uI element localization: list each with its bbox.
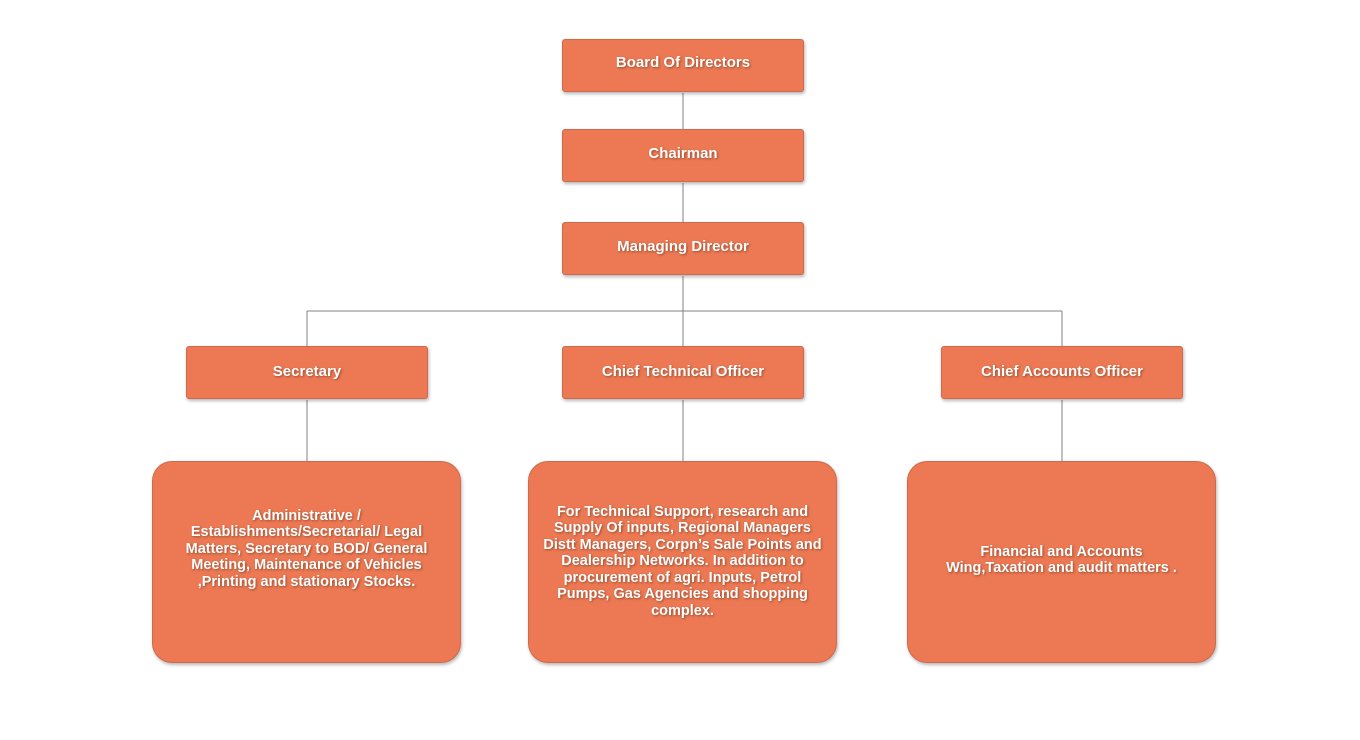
managing-director-label: Managing Director bbox=[617, 238, 749, 255]
chief-technical-officer-duties-box: For Technical Support, research and Supp… bbox=[528, 461, 837, 663]
board-of-directors-box: Board Of Directors bbox=[562, 39, 804, 92]
chairman-box: Chairman bbox=[562, 129, 804, 182]
chief-technical-officer-box: Chief Technical Officer bbox=[562, 346, 804, 399]
board-of-directors-label: Board Of Directors bbox=[615, 54, 751, 71]
chief-accounts-officer-duties-box: Financial and Accounts Wing,Taxation and… bbox=[907, 461, 1216, 663]
chief-accounts-officer-duties-text: Financial and Accounts Wing,Taxation and… bbox=[946, 543, 1177, 577]
chief-technical-officer-duties-text: For Technical Support, research and Supp… bbox=[543, 503, 822, 619]
secretary-label: Secretary bbox=[272, 362, 342, 380]
secretary-duties-box: Administrative / Establishments/Secretar… bbox=[152, 461, 461, 663]
managing-director-box: Managing Director bbox=[562, 222, 804, 275]
chief-accounts-officer-label: Chief Accounts Officer bbox=[981, 362, 1143, 380]
chief-technical-officer-label: Chief Technical Officer bbox=[601, 362, 765, 380]
chief-accounts-officer-box: Chief Accounts Officer bbox=[941, 346, 1183, 399]
secretary-box: Secretary bbox=[186, 346, 428, 399]
chairman-label: Chairman bbox=[648, 145, 718, 162]
secretary-duties-text: Administrative / Establishments/Secretar… bbox=[185, 507, 428, 590]
